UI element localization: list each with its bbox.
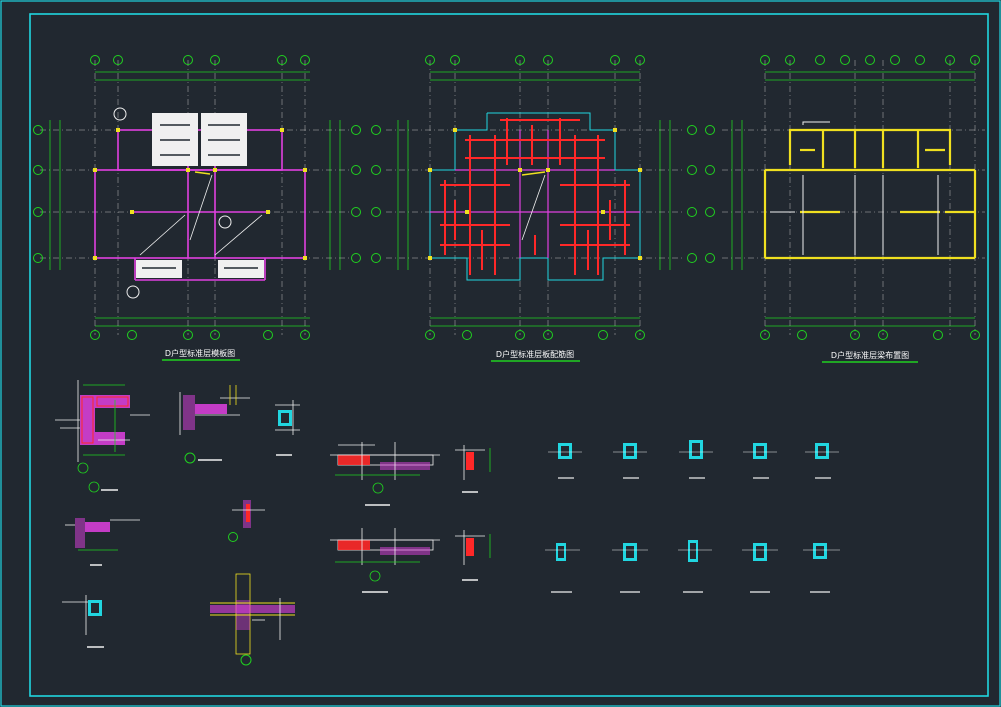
detail-small-wall [228, 500, 265, 542]
detail-wall-slab-3 [65, 518, 140, 566]
plan-title-slab-rebar: D户型标准层板配筋图 [496, 349, 574, 359]
stair-blocks [136, 113, 264, 278]
detail-column-red-2 [455, 530, 491, 581]
column-section [612, 543, 648, 593]
column-section [805, 443, 839, 479]
axis-bubbles [705, 55, 980, 340]
walls [94, 129, 306, 281]
detail-column-red-1 [455, 445, 491, 493]
rebar [440, 118, 630, 275]
detail-column-2 [62, 595, 104, 648]
column-section [742, 543, 778, 593]
axis-centerlines [40, 60, 350, 335]
column-section-grid [545, 440, 840, 593]
plan-titles: D户型标准层模板图 D户型标准层板配筋图 D户型标准层梁布置图 [162, 348, 918, 363]
section-marks [113, 107, 232, 299]
axis-grid [731, 71, 975, 327]
axis-grid [49, 71, 341, 327]
plan-title-beam-layout: D户型标准层梁布置图 [831, 350, 909, 360]
column-section [679, 440, 713, 479]
columns [428, 128, 642, 260]
secondary-beams [770, 121, 939, 255]
axis-bubbles [371, 55, 697, 340]
detail-wall-slab-1 [55, 380, 150, 493]
column-section [545, 543, 580, 593]
column-section [678, 540, 712, 593]
column-section [743, 443, 777, 479]
slab-reinforcement-plan[interactable] [371, 55, 697, 340]
column-section [803, 543, 840, 593]
beams [763, 128, 977, 260]
detail-beam-section-1 [330, 442, 440, 506]
axis-grid [397, 71, 671, 327]
beam-layout-plan[interactable] [705, 55, 986, 340]
inner-frame [29, 13, 989, 697]
detail-beam-section-2 [330, 528, 440, 593]
column-section [548, 443, 582, 479]
plan-title-formwork: D户型标准层模板图 [165, 348, 235, 358]
void-markers [139, 174, 263, 256]
detail-beam-column-joint [210, 573, 295, 666]
detail-column-1 [275, 400, 300, 456]
formwork-plan[interactable] [33, 55, 361, 340]
axis-bubbles [33, 55, 361, 340]
columns [93, 128, 307, 260]
detail-sections[interactable] [55, 380, 840, 666]
detail-wall-slab-2 [179, 385, 250, 464]
column-section [613, 443, 647, 479]
axis-centerlines [722, 60, 985, 335]
